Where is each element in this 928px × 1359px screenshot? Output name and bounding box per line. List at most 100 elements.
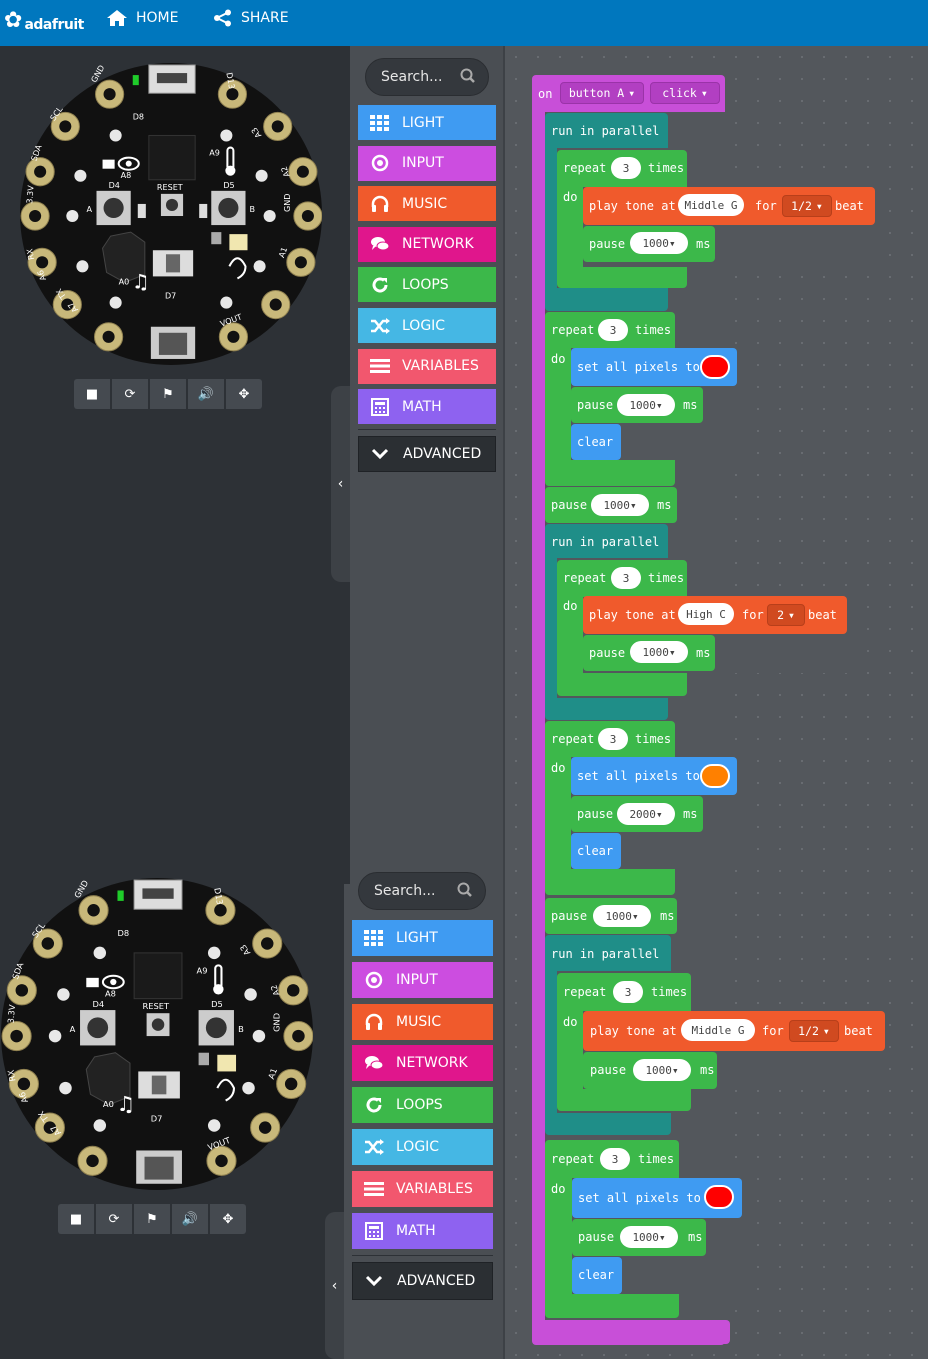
circuit-playground-board-2[interactable]: ♫ D13 GND SCL SDA 3.3V RX A6 TX A7 D8 A8… xyxy=(1,878,314,1194)
category-loops[interactable]: LOOPS xyxy=(358,267,496,303)
fullscreen-button[interactable]: ✥ xyxy=(226,379,262,409)
click-dropdown[interactable]: click▾ xyxy=(650,82,720,104)
category-light[interactable]: LIGHT xyxy=(358,105,496,140)
color-orange-swatch[interactable] xyxy=(700,764,730,788)
pause-input[interactable]: 1000 ▾ xyxy=(591,494,649,516)
category-music[interactable]: MUSIC xyxy=(358,186,496,222)
svg-text:GND: GND xyxy=(283,194,292,212)
event-footer[interactable] xyxy=(532,1320,730,1344)
stop-icon: ■ xyxy=(69,1211,83,1227)
pause-input-value: 1000 xyxy=(645,1063,672,1077)
beat-dropdown-value: 1/2 xyxy=(798,1024,819,1038)
category-logic[interactable]: LOGIC xyxy=(358,308,496,343)
home-button[interactable]: HOME xyxy=(106,8,178,28)
category-network[interactable]: NETWORK xyxy=(352,1045,493,1082)
category-loops[interactable]: LOOPS xyxy=(352,1087,493,1124)
slowmo-button[interactable]: ⚑ xyxy=(150,379,186,409)
grid-icon xyxy=(370,113,390,133)
splitter-2 xyxy=(503,884,505,1359)
home-icon xyxy=(107,10,127,26)
repeat-count-input[interactable]: 3 xyxy=(611,567,641,589)
beat-dropdown[interactable]: 2▾ xyxy=(767,604,805,626)
run-in-parallel-label: run in parallel xyxy=(551,124,660,138)
pause-input[interactable]: 1000 ▾ xyxy=(633,1059,691,1081)
beat-dropdown[interactable]: 1/2▾ xyxy=(789,1020,839,1042)
category-variables[interactable]: VARIABLES xyxy=(358,348,496,384)
category-logic[interactable]: LOGIC xyxy=(352,1129,493,1165)
repeat-count-input[interactable]: 3 xyxy=(611,157,641,179)
category-variables[interactable]: VARIABLES xyxy=(352,1170,493,1207)
clear-block-1[interactable] xyxy=(571,424,621,460)
repeat-count-input-value: 3 xyxy=(609,732,617,746)
pause-input[interactable]: 1000 ▾ xyxy=(620,1226,678,1248)
color-red-swatch[interactable] xyxy=(704,1185,734,1209)
pause-input[interactable]: 1000 ▾ xyxy=(617,394,675,416)
clear-block-3[interactable] xyxy=(572,1257,622,1294)
collapse-simulator-button[interactable]: ‹ xyxy=(331,386,350,582)
pause-input[interactable]: 1000 ▾ xyxy=(593,905,651,927)
beat-dropdown-value: 1/2 xyxy=(791,199,812,213)
category-music[interactable]: MUSIC xyxy=(352,1003,493,1040)
adafruit-logo[interactable]: ✿ adafruit xyxy=(4,6,84,36)
category-network[interactable]: NETWORK xyxy=(358,226,496,262)
dropdown-arrow-icon: ▾ xyxy=(655,807,663,821)
category-light[interactable]: LIGHT xyxy=(352,920,493,956)
mute-button-2[interactable]: 🔊 xyxy=(172,1204,208,1234)
slowmo-button-2[interactable]: ⚑ xyxy=(134,1204,170,1234)
mute-button[interactable]: 🔊 xyxy=(188,379,224,409)
advanced-button[interactable]: ADVANCED xyxy=(358,436,496,472)
do-label: do xyxy=(563,190,578,204)
note-input[interactable]: Middle G xyxy=(678,194,744,216)
svg-text:A6: A6 xyxy=(17,1091,30,1105)
stop-button-2[interactable]: ■ xyxy=(58,1204,94,1234)
button-dropdown[interactable]: button A▾ xyxy=(560,82,644,104)
note-input[interactable]: Middle G xyxy=(681,1019,755,1041)
share-button[interactable]: SHARE xyxy=(213,8,289,28)
category-input[interactable]: INPUT xyxy=(358,145,496,181)
restart-button-2[interactable]: ⟳ xyxy=(96,1204,132,1234)
note-input[interactable]: High C xyxy=(678,603,734,625)
category-label: NETWORK xyxy=(402,236,474,253)
category-math[interactable]: MATH xyxy=(352,1212,493,1249)
collapse-simulator-button-2[interactable]: ‹ xyxy=(325,1212,344,1359)
category-input[interactable]: INPUT xyxy=(352,961,493,998)
stop-button[interactable]: ■ xyxy=(74,379,110,409)
flower-icon: ✿ xyxy=(4,8,23,33)
category-math[interactable]: MATH xyxy=(358,389,496,425)
clear-label: clear xyxy=(577,844,614,858)
svg-text:A9: A9 xyxy=(209,149,220,158)
clear-block-2[interactable] xyxy=(571,833,621,869)
repeat-count-input[interactable]: 3 xyxy=(613,981,643,1003)
pause-input[interactable]: 1000 ▾ xyxy=(630,232,688,254)
circuit-playground-board[interactable]: ♫ D13 GND SCL SDA 3.3V RX A6 TX A7 D8 A8… xyxy=(20,63,323,369)
pause-input[interactable]: 1000 ▾ xyxy=(630,641,688,663)
beat-dropdown[interactable]: 1/2▾ xyxy=(782,195,832,217)
chevron-down-icon xyxy=(371,448,389,460)
ms-label: ms xyxy=(700,1063,715,1077)
ms-label: ms xyxy=(660,909,675,923)
svg-text:D7: D7 xyxy=(165,292,176,301)
pause-input[interactable]: 2000 ▾ xyxy=(617,803,675,825)
mute-icon: 🔊 xyxy=(181,1211,199,1227)
times-label: times xyxy=(635,323,672,337)
list-icon xyxy=(364,1179,384,1199)
repeat-count-input[interactable]: 3 xyxy=(600,1148,630,1170)
chevron-left-icon: ‹ xyxy=(331,1277,338,1294)
repeat-count-input[interactable]: 3 xyxy=(598,728,628,750)
pause-label: pause xyxy=(590,1063,627,1077)
repeat-count-input[interactable]: 3 xyxy=(598,319,628,341)
search-input[interactable]: Search... xyxy=(365,58,489,96)
ms-label: ms xyxy=(696,237,711,251)
calculator-icon xyxy=(370,397,390,417)
advanced-button-2[interactable]: ADVANCED xyxy=(352,1262,493,1300)
svg-text:3.3V: 3.3V xyxy=(6,1004,18,1024)
run-in-parallel-label: run in parallel xyxy=(551,947,660,961)
search-input-2[interactable]: Search... xyxy=(358,872,486,910)
color-red-swatch[interactable] xyxy=(700,355,730,379)
category-label: MATH xyxy=(402,398,442,415)
restart-button[interactable]: ⟳ xyxy=(112,379,148,409)
do-label: do xyxy=(563,1015,578,1029)
target-icon xyxy=(370,153,390,173)
fullscreen-button-2[interactable]: ✥ xyxy=(210,1204,246,1234)
dropdown-arrow-icon: ▾ xyxy=(629,498,637,512)
